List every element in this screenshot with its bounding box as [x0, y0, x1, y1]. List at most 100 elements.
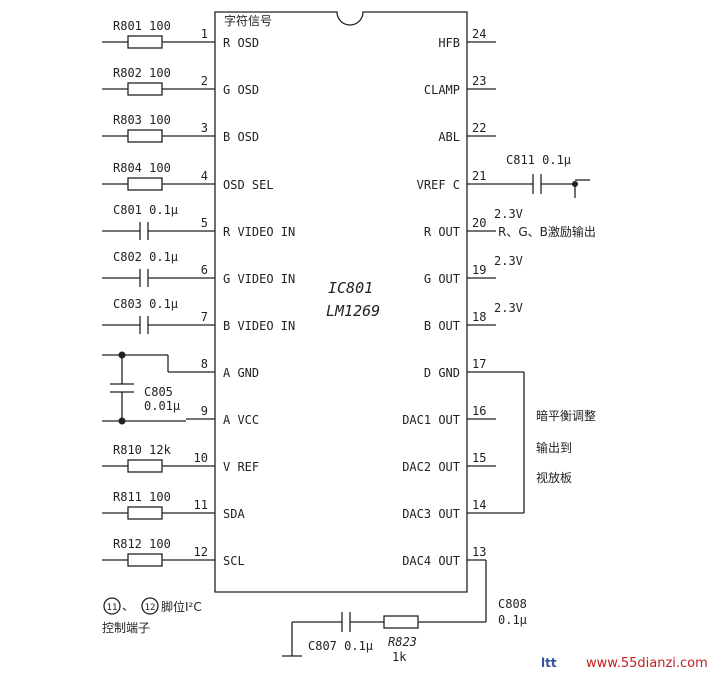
rgb-output-label: R、G、B激励输出 — [498, 224, 596, 239]
watermark-right: www.55dianzi.com — [586, 656, 708, 671]
pin-number: 17 — [472, 357, 486, 371]
pin-label: SCL — [223, 554, 245, 568]
pin-number: 23 — [472, 74, 486, 88]
left-pin-labels: R OSD G OSD B OSD OSD SEL R VIDEO IN G V… — [223, 36, 295, 568]
c808-value: 0.1μ — [498, 613, 527, 627]
resistor-r801: R801 100 — [102, 19, 186, 49]
ic-body — [214, 11, 468, 593]
resistor-r812: R812 100 — [102, 537, 186, 567]
pin-number: 10 — [194, 451, 208, 465]
capacitor-c811: C811 0.1μ — [496, 153, 590, 198]
pin-number: 18 — [472, 310, 486, 324]
ic-name: IC801 — [328, 279, 373, 297]
pin-label: D GND — [424, 366, 460, 380]
pin19-voltage: 2.3V — [494, 254, 523, 268]
pin-number: 13 — [472, 545, 486, 559]
pin-number: 15 — [472, 451, 486, 465]
resistor-r804: R804 100 — [102, 161, 186, 191]
ic-part: LM1269 — [326, 302, 380, 320]
dac-bracket — [496, 371, 525, 514]
pin-label: B OSD — [223, 130, 259, 144]
dac4-network — [282, 560, 487, 657]
watermark-left: ltt — [541, 656, 557, 670]
c805-value: 0.01μ — [144, 399, 180, 413]
r811-label: R811 100 — [113, 490, 171, 504]
pin-number: 8 — [201, 357, 208, 371]
pin-number: 19 — [472, 263, 486, 277]
pin-label: HFB — [438, 36, 460, 50]
pin-label: B VIDEO IN — [223, 319, 295, 333]
pin-number: 22 — [472, 121, 486, 135]
pin-label: R OUT — [424, 225, 460, 239]
r803-label: R803 100 — [113, 113, 171, 127]
c811-label: C811 0.1μ — [506, 153, 571, 167]
dac-note-line1: 暗平衡调整 — [536, 408, 596, 423]
resistor-r810: R810 12k — [102, 443, 186, 473]
pin-label: A VCC — [223, 413, 259, 427]
pin-number: 20 — [472, 216, 486, 230]
i2c-circle-12: 12 — [145, 603, 156, 613]
c808-name: C808 — [498, 597, 527, 611]
pin-label: DAC2 OUT — [402, 460, 460, 474]
pin-number: 7 — [201, 310, 208, 324]
capacitor-c802: C802 0.1μ — [102, 250, 186, 287]
pin-number: 24 — [472, 27, 486, 41]
pin-number: 1 — [201, 27, 208, 41]
i2c-circle-11: 11 — [107, 603, 118, 613]
pin-number: 6 — [201, 263, 208, 277]
r823-name: R823 — [388, 635, 417, 649]
pin-label: OSD SEL — [223, 178, 274, 192]
pin-number: 4 — [201, 169, 208, 183]
pin-label: R OSD — [223, 36, 259, 50]
pin-label: R VIDEO IN — [223, 225, 295, 239]
c801-label: C801 0.1μ — [113, 203, 178, 217]
pin-label: ABL — [438, 130, 460, 144]
pin-label: V REF — [223, 460, 259, 474]
r810-label: R810 12k — [113, 443, 172, 457]
pin-number: 14 — [472, 498, 486, 512]
pin-label: B OUT — [424, 319, 460, 333]
pin-number: 12 — [194, 545, 208, 559]
i2c-separator: 、 — [122, 599, 134, 613]
r804-label: R804 100 — [113, 161, 171, 175]
right-pin-numbers: 24 23 22 21 20 19 18 17 16 15 14 13 — [472, 27, 486, 559]
pin-label: VREF C — [417, 178, 460, 192]
pin-number: 16 — [472, 404, 486, 418]
left-pin-leads — [186, 41, 215, 561]
pin-number: 9 — [201, 404, 208, 418]
i2c-text: 脚位I²C — [161, 599, 202, 614]
dac-note-line3: 视放板 — [536, 470, 572, 485]
c807-label: C807 0.1μ — [308, 639, 373, 653]
pin-number: 3 — [201, 121, 208, 135]
i2c-note: 11 、 12 脚位I²C 控制端子 — [102, 597, 202, 635]
c803-label: C803 0.1μ — [113, 297, 178, 311]
dac-note-line2: 输出到 — [536, 440, 572, 455]
resistor-r803: R803 100 — [102, 113, 186, 143]
r812-label: R812 100 — [113, 537, 171, 551]
ic-header: 字符信号 — [224, 13, 272, 28]
r823-value: 1k — [392, 650, 407, 664]
right-pin-labels: HFB CLAMP ABL VREF C R OUT G OUT B OUT D… — [402, 36, 460, 568]
right-pin-leads — [467, 41, 496, 561]
r802-label: R802 100 — [113, 66, 171, 80]
r801-label: R801 100 — [113, 19, 171, 33]
pin-label: G VIDEO IN — [223, 272, 295, 286]
pin-number: 21 — [472, 169, 486, 183]
pin20-voltage: 2.3V — [494, 207, 523, 221]
pin-number: 5 — [201, 216, 208, 230]
pin-label: SDA — [223, 507, 245, 521]
pin-label: DAC4 OUT — [402, 554, 460, 568]
pin-label: DAC1 OUT — [402, 413, 460, 427]
pin-label: G OSD — [223, 83, 259, 97]
resistor-r811: R811 100 — [102, 490, 186, 520]
pin-label: DAC3 OUT — [402, 507, 460, 521]
capacitor-c803: C803 0.1μ — [102, 297, 186, 334]
i2c-line2: 控制端子 — [102, 621, 150, 635]
pin-number: 11 — [194, 498, 208, 512]
left-pin-numbers: 1 2 3 4 5 6 7 8 9 10 11 12 — [194, 27, 208, 559]
capacitor-c805: C805 0.01μ — [102, 351, 186, 425]
pin-label: A GND — [223, 366, 259, 380]
c805-name: C805 — [144, 385, 173, 399]
c802-label: C802 0.1μ — [113, 250, 178, 264]
